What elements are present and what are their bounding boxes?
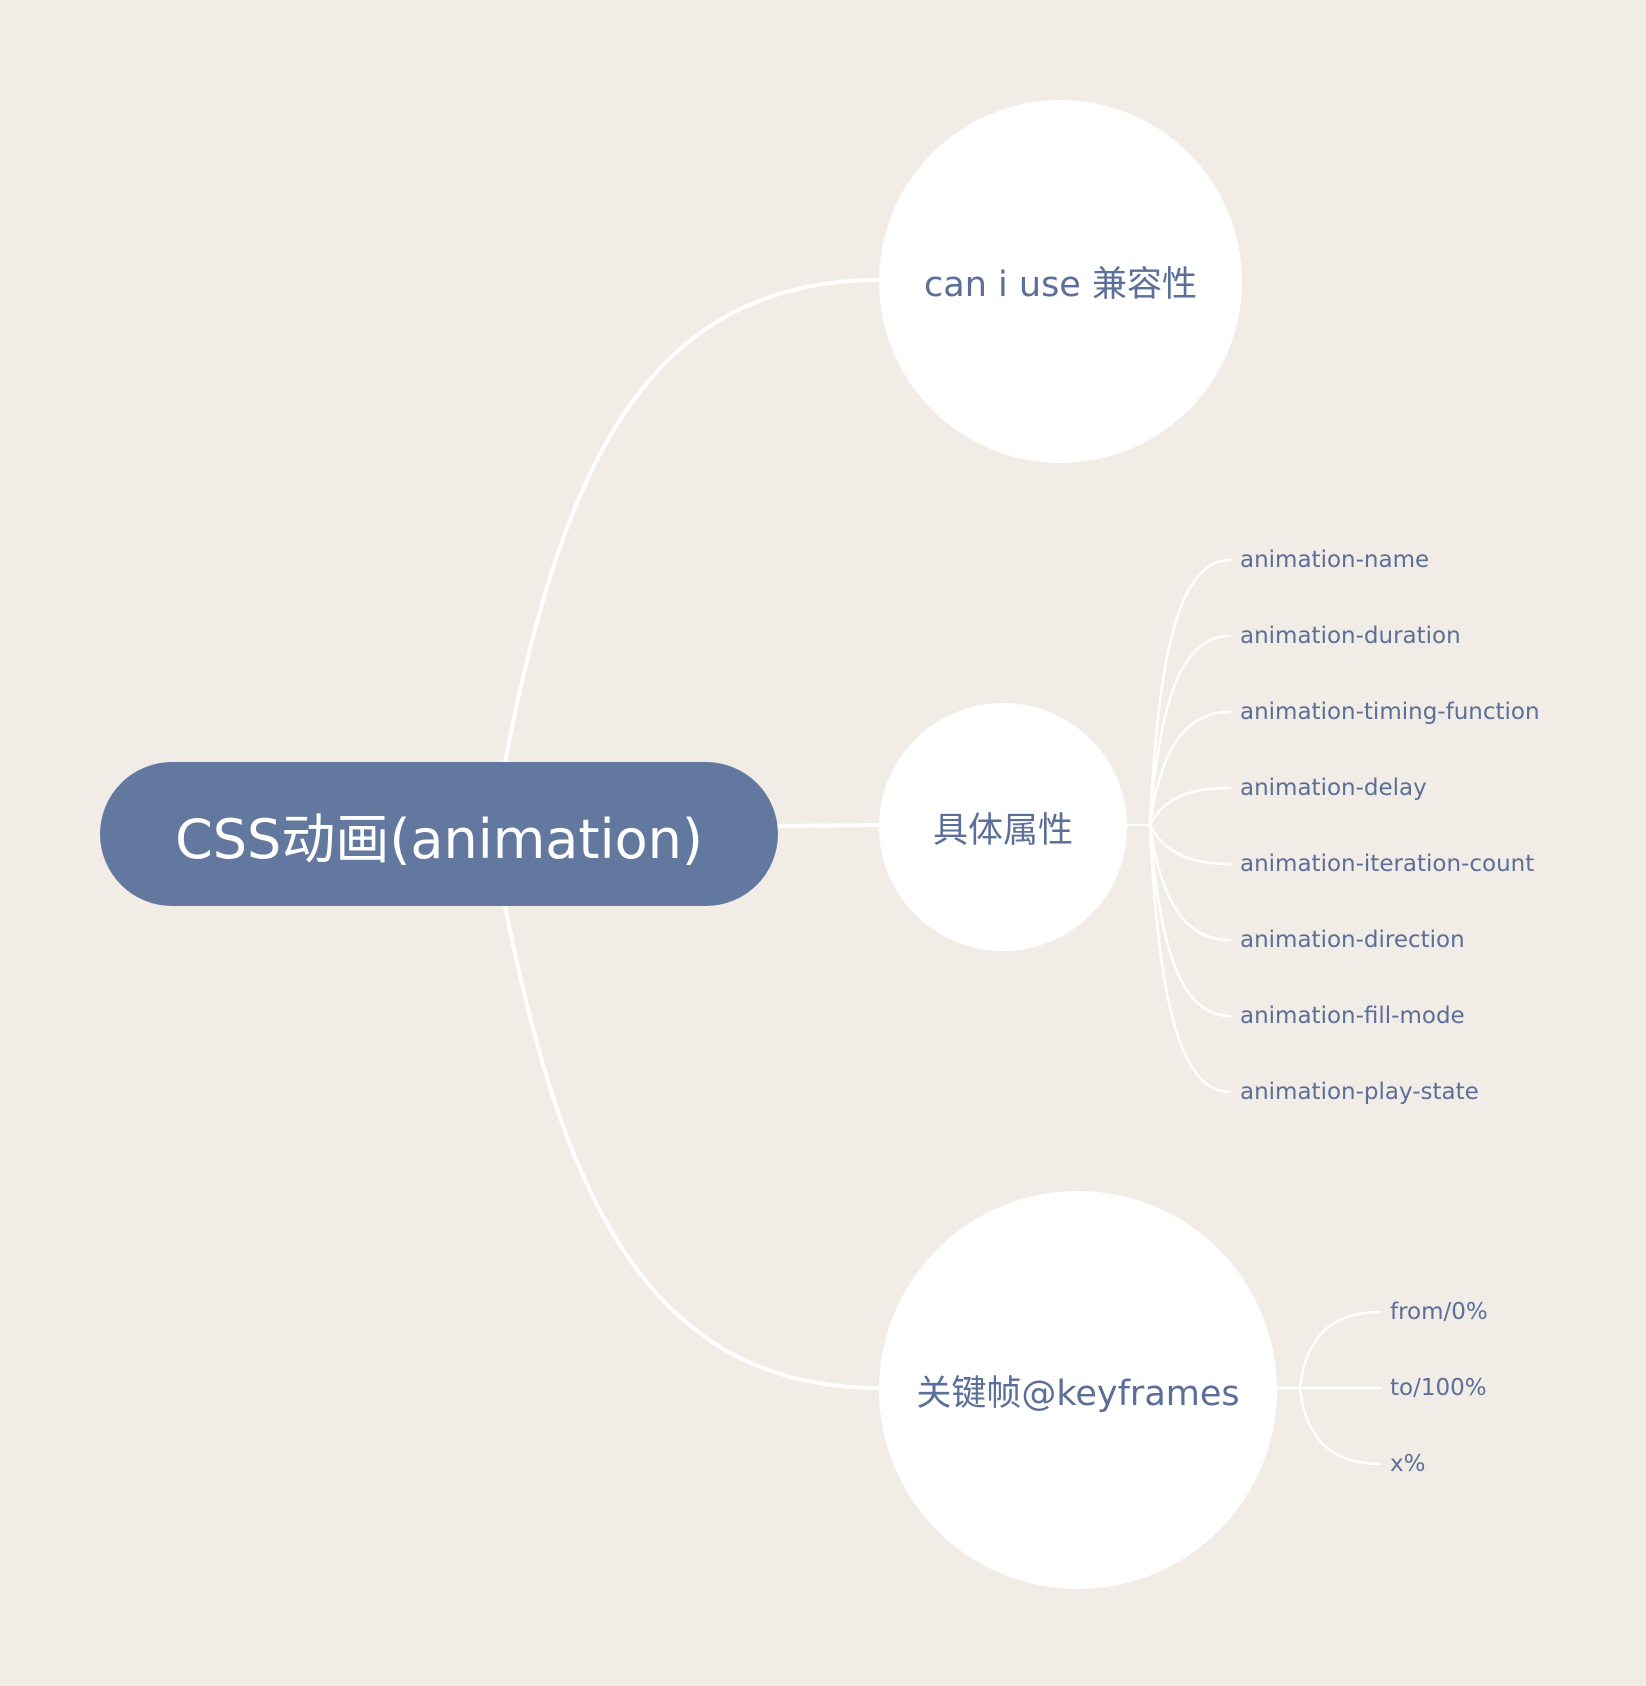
branch-label-keyframes: 关键帧@keyframes xyxy=(916,1373,1240,1414)
leaf-animation-fill-mode[interactable]: animation-fill-mode xyxy=(1240,1003,1465,1029)
leaf-animation-delay[interactable]: animation-delay xyxy=(1240,775,1427,801)
leaf-to-100[interactable]: to/100% xyxy=(1390,1375,1487,1401)
connector-root-to-properties xyxy=(776,823,881,828)
connector-leaf-x xyxy=(1298,1386,1382,1466)
connector-leaf-from xyxy=(1298,1310,1382,1390)
connector-leaf-animation-name xyxy=(1148,558,1232,827)
branch-label-properties: 具体属性 xyxy=(932,810,1073,851)
branch-node-keyframes[interactable]: 关键帧@keyframes xyxy=(879,1191,1277,1589)
connector-root-to-keyframes xyxy=(503,904,881,1390)
branch-node-properties[interactable]: 具体属性 xyxy=(879,703,1127,951)
leaf-animation-timing-function[interactable]: animation-timing-function xyxy=(1240,699,1540,725)
leaf-from-0[interactable]: from/0% xyxy=(1390,1299,1488,1325)
leaf-animation-duration[interactable]: animation-duration xyxy=(1240,623,1461,649)
leaf-animation-direction[interactable]: animation-direction xyxy=(1240,927,1465,953)
keyframe-leaf-connectors xyxy=(1275,1310,1382,1466)
leaf-animation-play-state[interactable]: animation-play-state xyxy=(1240,1079,1479,1105)
connector-leaf-animation-play-state xyxy=(1148,823,1232,1094)
branch-node-compatibility[interactable]: can i use 兼容性 xyxy=(879,100,1242,463)
connector-leaf-animation-direction xyxy=(1148,823,1232,942)
connector-leaf-animation-duration xyxy=(1148,634,1232,827)
leaf-animation-iteration-count[interactable]: animation-iteration-count xyxy=(1240,851,1535,877)
connector-leaf-animation-timing-function xyxy=(1148,710,1232,827)
root-node[interactable]: CSS动画(animation) xyxy=(100,762,778,906)
branch-label-compatibility: can i use 兼容性 xyxy=(924,265,1197,305)
connector-root-to-compat xyxy=(503,278,881,764)
leaf-x-percent[interactable]: x% xyxy=(1390,1451,1426,1477)
connector-leaf-animation-fill-mode xyxy=(1148,823,1232,1018)
connector-leaf-animation-iteration-count xyxy=(1148,823,1232,866)
root-node-label: CSS动画(animation) xyxy=(175,807,703,871)
leaf-animation-name[interactable]: animation-name xyxy=(1240,547,1430,573)
property-leaf-connectors xyxy=(1125,558,1232,1094)
connector-leaf-animation-delay xyxy=(1148,786,1232,827)
